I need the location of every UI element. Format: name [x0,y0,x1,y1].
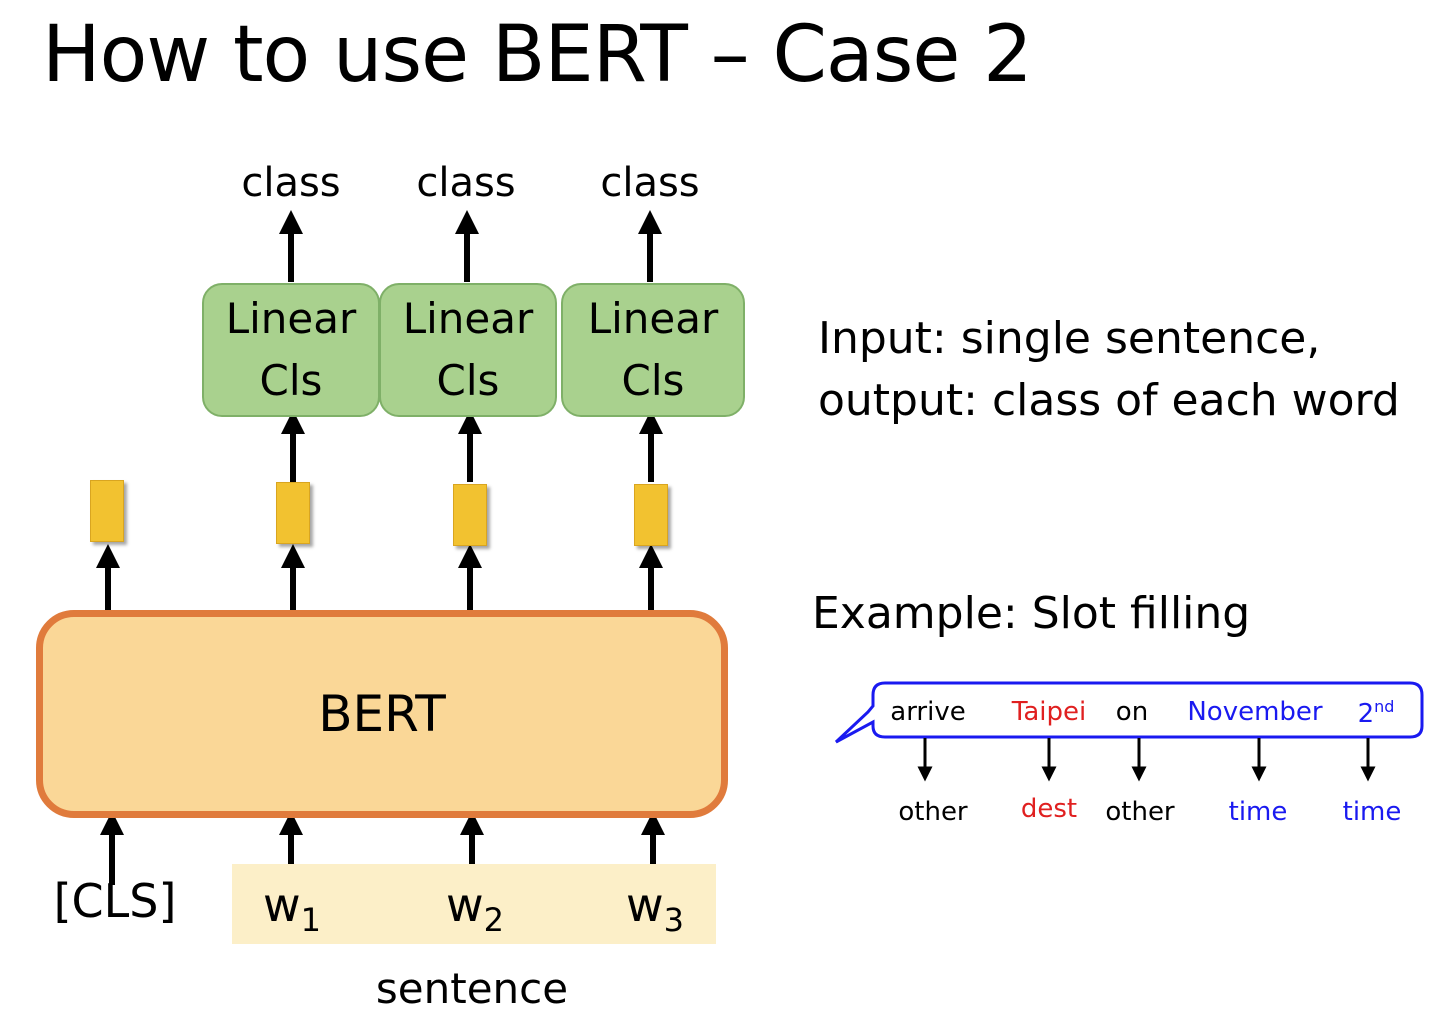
classifier-line1: Linear [225,294,357,343]
slot-tag: other [1105,797,1175,827]
embedding-vector-w3 [634,484,668,546]
token-w3: w3 [626,878,684,939]
bert-label: BERT [318,685,446,743]
slot-word: November [1187,697,1323,727]
cls-token: [CLS] [53,874,177,928]
class-label: class [600,160,700,206]
classifier-line1: Linear [587,294,719,343]
linear-classifier-box: Linear Cls [202,283,380,417]
slot-tag: dest [1020,794,1078,824]
slot-tag: time [1342,797,1402,827]
embedding-vector-w2 [453,484,487,546]
embedding-vector-cls [90,480,124,542]
slot-word: arrive [890,697,966,727]
classifier-line2: Cls [259,356,323,405]
slot-word: on [1115,697,1149,727]
slot-tag: other [898,797,968,827]
token-w2: w2 [446,878,504,939]
linear-classifier-box: Linear Cls [379,283,557,417]
class-label: class [241,160,341,206]
classifier-line2: Cls [436,356,500,405]
slot-bubble [834,681,1424,744]
slot-word: Taipei [1011,697,1087,727]
classifier-line2: Cls [621,356,685,405]
embedding-vector-w1 [276,482,310,544]
sentence-label: sentence [375,964,569,1013]
token-w1: w1 [263,878,321,939]
linear-classifier-box: Linear Cls [561,283,745,417]
slot-tag: time [1228,797,1288,827]
description-line2: output: class of each word [818,375,1400,426]
slot-word: 2nd [1357,697,1395,729]
page-title: How to use BERT – Case 2 [42,10,1033,100]
bert-model-box: BERT [36,610,728,818]
class-label: class [416,160,516,206]
description-line1: Input: single sentence, [818,313,1321,364]
sentence-highlight [232,864,716,944]
task-description: Input: single sentence, output: class of… [818,308,1400,432]
example-heading: Example: Slot filling [812,588,1251,639]
classifier-line1: Linear [402,294,534,343]
